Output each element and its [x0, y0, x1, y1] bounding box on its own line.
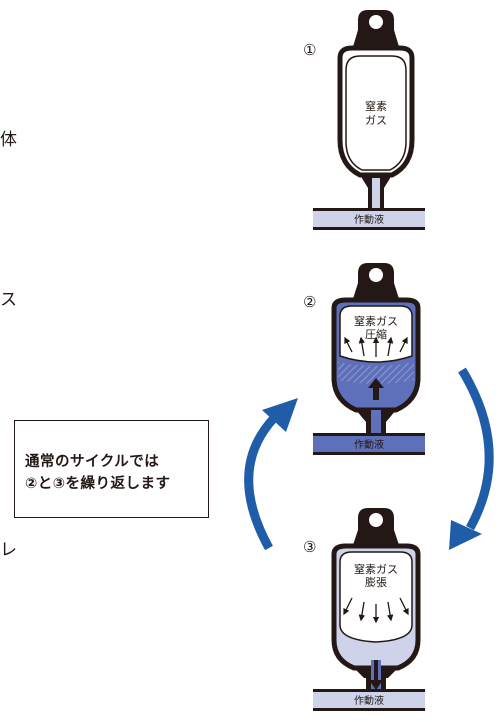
stage-3-fluid-label: 作動液 [354, 694, 384, 707]
cycle-note-box: 通常のサイクルでは ②と③を繰り返します [14, 420, 209, 518]
stage-3-arrow-1 [343, 597, 353, 616]
stage-2 [313, 263, 425, 455]
stage-3-flow-arrow [374, 660, 378, 682]
cycle-arrow-up-icon [244, 398, 298, 551]
cycle-note-line-2: ②と③を繰り返します [25, 476, 171, 492]
stage-3-arrow-2 [358, 601, 366, 622]
stage-1-number: ① [303, 41, 316, 59]
stage-2-neck [352, 283, 400, 302]
stage-1-bladder [345, 55, 407, 171]
stage-1-hanger-hole [369, 15, 383, 29]
stage-3-gas-label-2: 膨張 [365, 575, 387, 589]
stage-2-gas-region [339, 305, 413, 363]
stage-2-arrow-1 [344, 336, 353, 353]
stage-2-fluid-label: 作動液 [354, 438, 384, 451]
cycle-note-line-1: 通常のサイクルでは [25, 454, 160, 470]
stage-2-gas-label-1: 窒素ガス [354, 314, 398, 328]
stage-1-port-fluid [372, 178, 380, 208]
stage-1-neck [352, 30, 400, 50]
stage-1-fluid-label: 作動液 [354, 213, 384, 226]
stage-3 [313, 508, 425, 711]
stage-3-arrow-4 [386, 601, 394, 622]
stage-3-gas-region [339, 551, 413, 643]
stage-1 [313, 10, 425, 230]
side-text-2: ス [0, 290, 17, 310]
stage-3-arrow-5 [399, 597, 409, 616]
cycle-arrow-down-icon [449, 367, 494, 550]
stage-1-gas-label-1: 窒素 [365, 99, 387, 113]
stage-3-pipe [313, 692, 425, 708]
stage-2-arrow-5 [399, 336, 408, 353]
stage-2-arrow-2 [358, 336, 366, 357]
stage-2-bladder-skin [338, 362, 414, 384]
stage-3-gas-label-1: 窒素ガス [354, 562, 398, 576]
stage-2-arrow-4 [386, 336, 394, 357]
stage-2-flow-arrow [373, 386, 379, 400]
stage-3-hanger-hole [369, 513, 383, 527]
stage-3-number: ③ [303, 538, 316, 556]
stage-1-pipe [313, 211, 425, 227]
stage-2-hanger-hole [369, 268, 383, 282]
stage-2-number: ② [303, 293, 316, 311]
stage-1-gas-label-2: ガス [365, 114, 387, 127]
stage-2-gas-label-2: 圧縮 [365, 327, 387, 341]
side-text-1: 体 [0, 130, 17, 150]
stage-2-pipe [313, 436, 425, 452]
side-text-3: レ [0, 540, 17, 560]
